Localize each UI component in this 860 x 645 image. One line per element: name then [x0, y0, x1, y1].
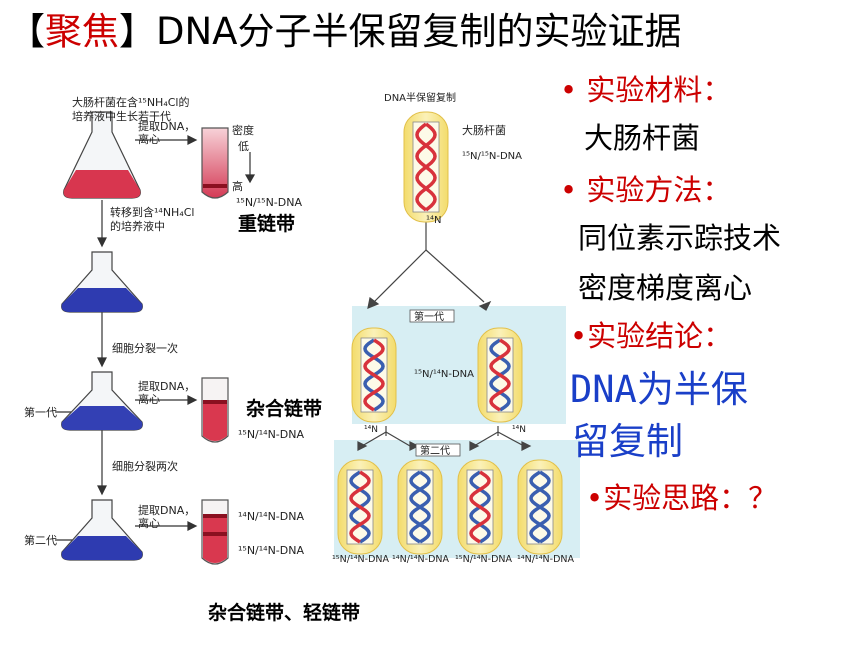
extract-label-3b: 离心: [138, 517, 160, 530]
n14-left: ¹⁴N: [364, 425, 378, 435]
method-value-2: 密度梯度离心: [578, 271, 753, 305]
bullet-dot: •: [560, 173, 587, 207]
density-low: 低: [238, 140, 249, 153]
flask-4: [61, 499, 143, 561]
title-bracket-open: 【: [8, 10, 45, 53]
bullet-dot: •: [560, 73, 587, 107]
conclusion-value-2: 留复制: [572, 420, 683, 463]
gen2-dna-label-1: ¹⁵N/¹⁴N-DNA: [332, 554, 389, 565]
bullet-conclusion: •实验结论：: [570, 318, 732, 354]
flask-1: [63, 111, 141, 199]
flask-2: [61, 251, 143, 313]
caption-top-2: 培养液中生长若干代: [72, 110, 171, 123]
conclusion-label: 实验结论：: [587, 319, 733, 353]
dna-strand: [415, 122, 437, 212]
dna-strand: [469, 470, 491, 544]
extract-label-1: 提取DNA，: [138, 120, 196, 133]
title-highlight: 聚焦: [45, 10, 119, 53]
replication-title: DNA半保留复制: [384, 93, 457, 104]
flask-3: [61, 371, 143, 431]
bullet-idea: •实验思路：？: [586, 480, 777, 516]
title-bracket-close: 】: [119, 10, 156, 53]
caption-top-1: 大肠杆菌在含¹⁵NH₄Cl的: [72, 96, 190, 109]
hybrid-band-dna: ¹⁵N/¹⁴N-DNA: [238, 428, 304, 441]
density-high: 高: [232, 180, 243, 193]
dna-strand: [489, 338, 511, 412]
bullet-method: • 实验方法：: [560, 172, 731, 208]
tube-1: [201, 127, 229, 199]
hybrid-band-dna-2: ¹⁵N/¹⁴N-DNA: [238, 544, 304, 557]
method-value-1: 同位素示踪技术: [578, 221, 782, 255]
tube-2: [201, 377, 229, 443]
divide-twice-label: 细胞分裂两次: [112, 460, 178, 473]
dna-strand: [349, 470, 371, 544]
idea-label: 实验思路：？: [603, 481, 778, 515]
experiment-diagram: [55, 111, 256, 565]
gen1-dna-label: ¹⁵N/¹⁴N-DNA: [414, 369, 474, 380]
transfer-label-2: 的培养液中: [110, 220, 165, 233]
light-band-dna: ¹⁴N/¹⁴N-DNA: [238, 510, 304, 523]
gen1-label: 第一代: [24, 406, 57, 419]
ecoli-label: 大肠杆菌: [462, 124, 506, 137]
hybrid-band-label: 杂合链带: [246, 398, 323, 420]
heavy-band-label: 重链带: [238, 213, 296, 235]
bullet-dot: •: [586, 481, 604, 515]
divide-once-label: 细胞分裂一次: [112, 342, 178, 355]
density-label: 密度: [232, 124, 254, 137]
extract-label-2: 提取DNA，: [138, 380, 196, 393]
bullet-material: • 实验材料：: [560, 72, 731, 108]
gen1-tag: 第一代: [414, 312, 444, 323]
transfer-label-1: 转移到含¹⁴NH₄Cl: [110, 206, 195, 219]
dna-strand: [529, 470, 551, 544]
dna-strand: [363, 338, 385, 412]
extract-label-1b: 离心: [138, 133, 160, 146]
material-value: 大肠杆菌: [584, 121, 701, 155]
band-15-label: ¹⁵N/¹⁵N-DNA: [236, 196, 302, 209]
conclusion-value-1: DNA为半保: [570, 368, 748, 411]
bullet-dot: •: [570, 319, 588, 353]
replication-diagram: [334, 111, 580, 558]
extract-label-2b: 离心: [138, 393, 160, 406]
extract-label-3: 提取DNA，: [138, 504, 196, 517]
dna-strand: [409, 470, 431, 544]
gen2-label: 第二代: [24, 534, 57, 547]
method-label: 实验方法：: [586, 173, 732, 207]
gen2-dna-label-4: ¹⁴N/¹⁴N-DNA: [517, 554, 574, 565]
tube-3: [201, 499, 229, 565]
n14-right: ¹⁴N: [512, 425, 526, 435]
gen2-dna-label-2: ¹⁴N/¹⁴N-DNA: [392, 554, 449, 565]
top-dna-label: ¹⁵N/¹⁵N-DNA: [462, 151, 522, 162]
gen2-tag: 第二代: [420, 446, 450, 457]
n14-label: ¹⁴N: [426, 215, 442, 226]
gen2-dna-label-3: ¹⁵N/¹⁴N-DNA: [455, 554, 512, 565]
material-label: 实验材料：: [586, 73, 732, 107]
title-text: DNA分子半保留复制的实验证据: [156, 10, 682, 53]
page-title: 【聚焦】DNA分子半保留复制的实验证据: [8, 8, 681, 56]
bottom-caption: 杂合链带、轻链带: [208, 602, 361, 624]
